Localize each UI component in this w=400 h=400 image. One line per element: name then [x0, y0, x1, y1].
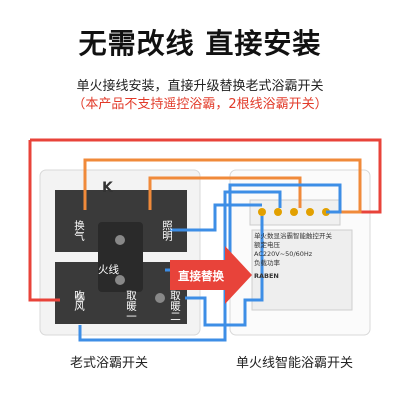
new-switch-label-sheet [251, 229, 353, 311]
replace-arrow [170, 246, 252, 304]
blue-wire [185, 216, 264, 327]
old-switch-brand-mark: K [102, 180, 113, 196]
red-wire [28, 140, 60, 302]
orange-wire [148, 176, 302, 210]
screw-head [155, 293, 165, 303]
page-title: 无需改线 直接安装 [78, 27, 322, 60]
panel-title: 单火数显浴霸智能触控开关 [254, 232, 332, 240]
old-switch-core [98, 222, 143, 292]
screw-head [75, 293, 85, 303]
spec-line: 负载功率 [254, 259, 280, 267]
terminal [258, 208, 266, 216]
terminal-label-heater2: 取暖二 [169, 290, 181, 322]
spec-line: 额定电压 [254, 241, 280, 249]
new-switch-spec: 单火数显浴霸智能触控开关 额定电压 AC220V~50/60Hz 负载功率 RA… [254, 232, 350, 281]
old-switch-caption: 老式浴霸开关 [70, 356, 149, 371]
terminal [306, 208, 314, 216]
terminal-label-heater1: 取暖一 [125, 290, 137, 322]
terminal [274, 208, 282, 216]
screw-head [115, 235, 125, 245]
note-text: （本产品不支持遥控浴霸，2根线浴霸开关） [72, 97, 328, 112]
screw-head [115, 275, 125, 285]
orange-wire [83, 158, 362, 214]
terminal-label-exhaust: 换气 [73, 220, 85, 241]
brand-label: RABEN [254, 272, 279, 280]
new-switch-caption: 单火线智能浴霸开关 [236, 356, 354, 371]
terminal-label-lighting: 照明 [161, 220, 173, 241]
arrow-label: 直接替换 [178, 269, 224, 283]
terminal [290, 208, 298, 216]
spec-line: AC220V~50/60Hz [254, 250, 313, 258]
terminal-label-blower: 吹风 [73, 290, 85, 311]
terminal-label-live: 火线 [98, 264, 119, 276]
subtitle: 单火接线安装，直接升级替换老式浴霸开关 [76, 79, 324, 94]
blue-wire [170, 203, 262, 232]
